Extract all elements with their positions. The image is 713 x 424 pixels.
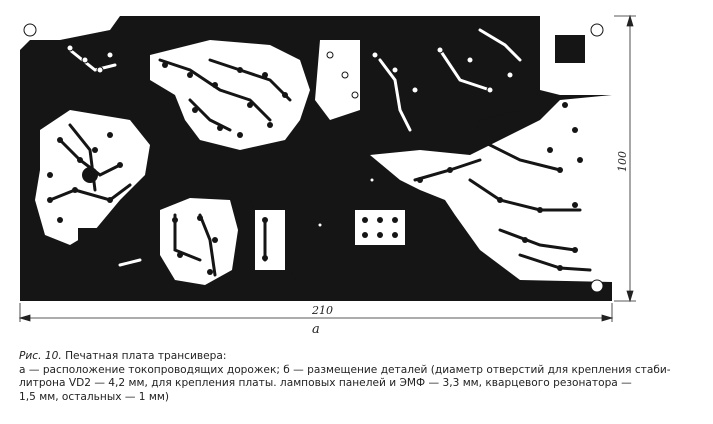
pcb-traces-white bbox=[68, 28, 522, 267]
pcb-pad bbox=[555, 35, 585, 63]
pcb-drawing: 210 100 bbox=[18, 14, 636, 322]
figure-sublabel: a bbox=[312, 322, 320, 337]
pcb-clear-area bbox=[370, 95, 612, 282]
width-dimension-label: 210 bbox=[311, 304, 333, 317]
caption-fig-prefix: Рис. 10. bbox=[19, 350, 62, 362]
caption-line-3: 1,5 мм, остальных — 1 мм) bbox=[19, 390, 170, 403]
pcb-clear-area bbox=[255, 210, 285, 270]
height-dimension-label: 100 bbox=[616, 151, 629, 172]
pcb-clear-area bbox=[20, 16, 120, 50]
caption-title-line: Рис. 10. Печатная плата трансивера: bbox=[19, 350, 699, 364]
pcb-pad bbox=[78, 228, 100, 248]
dimension-lines bbox=[18, 14, 636, 322]
pcb-pad bbox=[335, 128, 365, 153]
pcb-holes-dark bbox=[47, 62, 583, 275]
pcb-clear-area bbox=[315, 40, 360, 120]
pcb-clear-area bbox=[160, 198, 238, 285]
caption-line-2: литрона VD2 — 4,2 мм, для крепления плат… bbox=[19, 377, 632, 390]
pcb-pad bbox=[390, 78, 410, 96]
caption-line-1: а — расположение токопроводящих дорожек;… bbox=[19, 363, 671, 376]
pcb-holes-white bbox=[23, 23, 604, 293]
caption-title: Печатная плата трансивера: bbox=[65, 350, 227, 362]
pcb-clear-area bbox=[355, 210, 405, 245]
figure-caption: Рис. 10. Печатная плата трансивера: а — … bbox=[19, 350, 699, 404]
